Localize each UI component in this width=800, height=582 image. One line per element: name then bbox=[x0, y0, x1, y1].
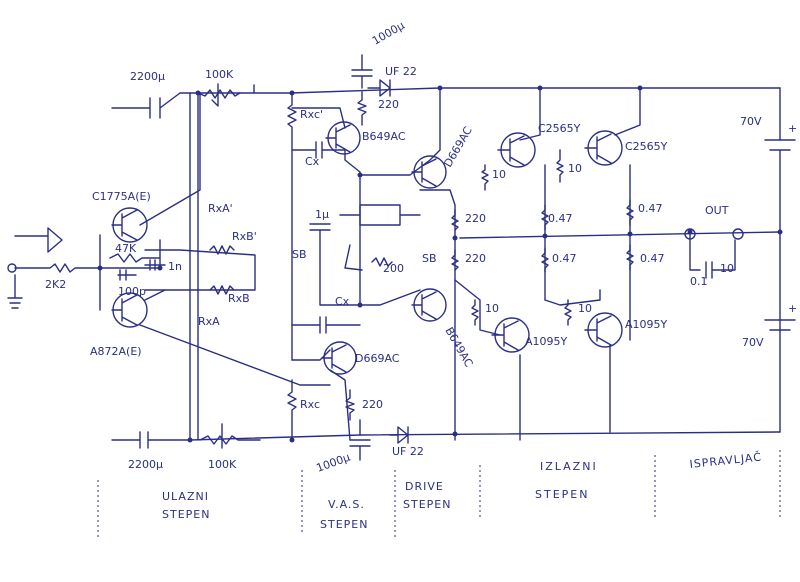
label-c-in-top: 2200µ bbox=[130, 70, 165, 83]
junction-dots bbox=[97, 85, 783, 443]
label-c-100p: 100p bbox=[118, 285, 146, 298]
label-v-bot: 70V bbox=[742, 336, 764, 349]
label-r-047-c: 0.47 bbox=[552, 252, 577, 265]
transistor-q8 bbox=[584, 130, 623, 166]
label-r10-b: 10 bbox=[568, 162, 582, 175]
label-r-220-mid2: 220 bbox=[465, 252, 486, 265]
label-r-2k2: 2K2 bbox=[45, 278, 66, 291]
label-diode-top: UF 22 bbox=[385, 65, 417, 78]
label-q-a872: A872A(E) bbox=[90, 345, 142, 358]
label-c-1u: 1µ bbox=[315, 208, 329, 221]
section-vas: V.A.S. STEPEN bbox=[320, 498, 369, 531]
section-ulazni-line2: STEPEN bbox=[162, 508, 210, 521]
component-labels: 2200µ 100K 1000µ UF 22 220 Rxc' B649AC C… bbox=[45, 19, 797, 475]
label-q-d669-top: D669AC bbox=[441, 124, 475, 169]
label-r-200: 200 bbox=[383, 262, 404, 275]
section-titles: ULAZNI STEPEN V.A.S. STEPEN DRIVE STEPEN… bbox=[162, 450, 763, 531]
transistor-q7 bbox=[497, 132, 536, 168]
label-q-c2565-1: C2565Y bbox=[538, 122, 581, 135]
section-ispravljac: ISPRAVLJAČ bbox=[689, 450, 763, 471]
transistor-q4 bbox=[411, 155, 447, 189]
label-plus-top: + bbox=[788, 122, 797, 135]
label-cx-top: Cx bbox=[305, 155, 320, 168]
label-pot-top: 100K bbox=[205, 68, 234, 81]
section-ulazni: ULAZNI STEPEN bbox=[162, 490, 213, 521]
label-rxa-bot: RxA bbox=[198, 315, 220, 328]
transistor-q10 bbox=[584, 312, 623, 348]
label-plus-bot: + bbox=[788, 302, 797, 315]
label-r-47k: 47K bbox=[115, 242, 137, 255]
label-c-1n: 1n bbox=[168, 260, 182, 273]
section-izlazni-line1: IZLAZNI bbox=[540, 460, 598, 473]
label-r-220-bot: 220 bbox=[362, 398, 383, 411]
label-rxb-top: RxB' bbox=[232, 230, 257, 243]
label-r-220-top: 220 bbox=[378, 98, 399, 111]
wires bbox=[7, 54, 796, 461]
section-izlazni-line2: STEPEN bbox=[535, 488, 589, 501]
transistor-q6 bbox=[321, 341, 357, 375]
label-r-047-b: 0.47 bbox=[638, 202, 663, 215]
label-q-a1095-1: A1095Y bbox=[525, 335, 568, 348]
label-r-10-d: 10 bbox=[578, 302, 592, 315]
section-vas-line2: STEPEN bbox=[320, 518, 368, 531]
section-dividers bbox=[97, 450, 781, 540]
label-rxa-top: RxA' bbox=[208, 202, 233, 215]
label-q-d669-mid: D669AC bbox=[355, 352, 400, 365]
section-vas-line1: V.A.S. bbox=[328, 498, 365, 511]
section-drive: DRIVE STEPEN bbox=[403, 480, 451, 511]
label-rxc-bot: Rxc bbox=[300, 398, 320, 411]
label-c-sup-top: 1000µ bbox=[370, 19, 407, 48]
label-r-10-c: 10 bbox=[485, 302, 499, 315]
transistor-q2 bbox=[111, 292, 148, 328]
label-r-047-a: 0.47 bbox=[548, 212, 573, 225]
label-r10-a: 10 bbox=[492, 168, 506, 181]
label-rxc-top: Rxc' bbox=[300, 108, 323, 121]
label-out: OUT bbox=[705, 204, 729, 217]
label-sb-left: SB bbox=[292, 248, 307, 261]
label-rxb-bot: RxB bbox=[228, 292, 250, 305]
section-drive-line1: DRIVE bbox=[405, 480, 444, 493]
section-izlazni: IZLAZNI STEPEN bbox=[535, 460, 603, 501]
label-r-220-mid1: 220 bbox=[465, 212, 486, 225]
section-drive-line2: STEPEN bbox=[403, 498, 451, 511]
transistor-q3 bbox=[325, 121, 361, 155]
label-q-c2565-2: C2565Y bbox=[625, 140, 668, 153]
section-ulazni-line1: ULAZNI bbox=[162, 490, 209, 503]
label-c-0-1: 0.1 bbox=[690, 275, 708, 288]
label-v-top: 70V bbox=[740, 115, 762, 128]
label-q-c1775: C1775A(E) bbox=[92, 190, 151, 203]
label-q-b649: B649AC bbox=[362, 130, 406, 143]
label-r-out-10: 10 bbox=[720, 262, 734, 275]
label-q-a1095-2: A1095Y bbox=[625, 318, 668, 331]
transistor-q9 bbox=[491, 317, 530, 353]
label-c-in-bot: 2200µ bbox=[128, 458, 163, 471]
label-c-sup-bot: 1000µ bbox=[315, 451, 352, 475]
label-cx-bot: Cx bbox=[335, 295, 350, 308]
label-diode-bot: UF 22 bbox=[392, 445, 424, 458]
transistor-q5 bbox=[411, 288, 447, 322]
label-pot-bot: 100K bbox=[208, 458, 237, 471]
label-r-047-d: 0.47 bbox=[640, 252, 665, 265]
transistor-q1 bbox=[111, 207, 148, 243]
label-q-b649-bot: B649AC bbox=[442, 325, 475, 369]
label-sb-right: SB bbox=[422, 252, 437, 265]
